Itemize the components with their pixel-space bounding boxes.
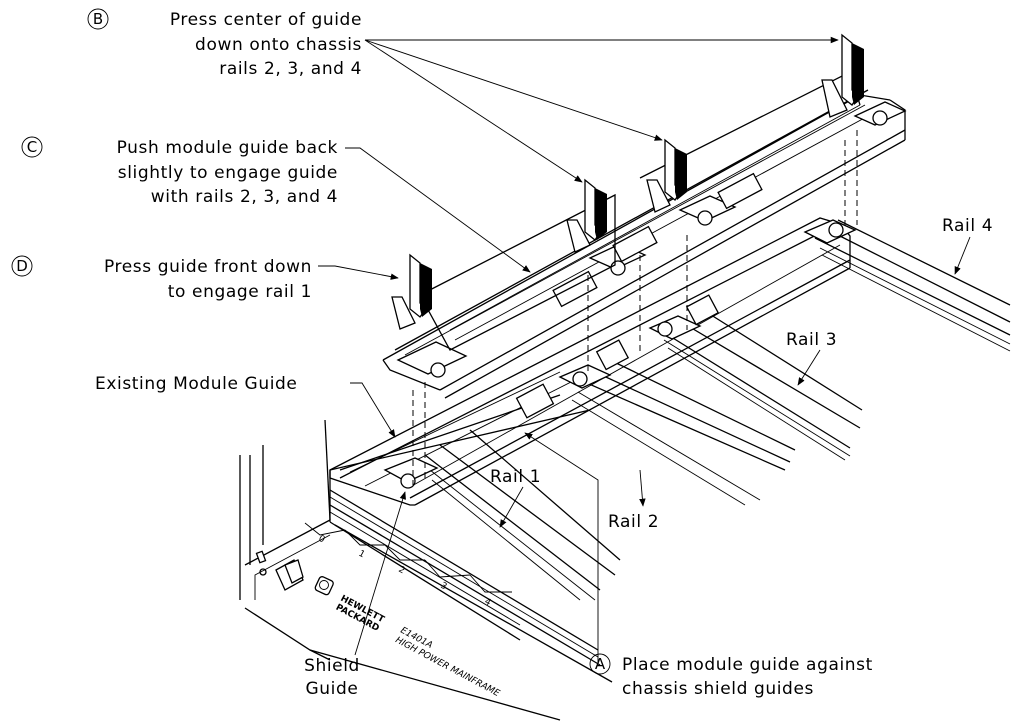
rail-2-label: Rail 2 <box>608 512 659 532</box>
model-description: HIGH POWER MAINFRAME <box>393 635 501 699</box>
step-c-letter: C <box>27 138 37 156</box>
step-a-label: A Place module guide against chassis shi… <box>589 653 873 699</box>
step-c-label: C Push module guide back slightly to eng… <box>21 136 338 207</box>
rail-2-drawing <box>571 359 796 506</box>
existing-module-guide-label: Existing Module Guide <box>95 374 297 394</box>
rail-1-label: Rail 1 <box>490 467 541 487</box>
press-arrow-icon-4 <box>391 253 432 330</box>
slot-number-1: 1 <box>357 549 367 561</box>
front-panel-branding: HEWLETT PACKARD E1401A HIGH POWER MAINFR… <box>334 594 501 699</box>
rail-4-label: Rail 4 <box>942 216 993 236</box>
rail-3-drawing <box>659 307 863 461</box>
new-module-guide-drawing <box>382 71 907 399</box>
slot-number-3: 3 <box>439 581 449 593</box>
chassis-drawing <box>239 394 613 721</box>
leader-lines <box>318 36 971 662</box>
shield-guide-label-line-1: Shield <box>304 656 360 676</box>
slot-number-2: 2 <box>397 565 407 577</box>
step-a-line-2: chassis shield guides <box>622 679 814 699</box>
press-arrow-icon-1 <box>821 33 864 118</box>
press-arrow-icon-2 <box>646 138 687 213</box>
press-arrow-icons <box>391 33 864 330</box>
rail-3-label: Rail 3 <box>786 330 837 350</box>
step-b-letter: B <box>93 10 103 28</box>
step-d-line-2: to engage rail 1 <box>168 282 312 302</box>
step-d-label: D Press guide front down to engage rail … <box>11 255 312 302</box>
slot-number-0: 0 <box>317 534 327 546</box>
slot-number-4: 4 <box>483 597 493 609</box>
step-b-badge <box>87 8 109 30</box>
step-a-line-1: Place module guide against <box>622 655 873 675</box>
shield-guide-label-line-2: Guide <box>306 679 359 699</box>
existing-module-guide-drawing <box>329 217 857 506</box>
rail-4-drawing <box>814 219 1011 352</box>
step-d-line-1: Press guide front down <box>104 257 312 277</box>
step-d-badge <box>11 255 33 277</box>
step-b-line-2: down onto chassis <box>195 35 362 55</box>
step-b-line-1: Press center of guide <box>170 10 362 30</box>
step-c-line-1: Push module guide back <box>117 138 338 158</box>
step-d-letter: D <box>16 257 28 275</box>
step-c-line-3: with rails 2, 3, and 4 <box>151 187 338 207</box>
alignment-dashes <box>412 130 858 485</box>
step-c-line-2: slightly to engage guide <box>118 163 338 183</box>
step-b-line-3: rails 2, 3, and 4 <box>219 59 362 79</box>
step-b-label: B Press center of guide down onto chassi… <box>87 8 362 79</box>
step-c-badge <box>21 136 43 158</box>
rail-1-drawing <box>424 429 621 601</box>
step-a-badge <box>589 653 611 675</box>
slot-numbers: 0 1 2 3 4 <box>317 534 493 609</box>
press-arrow-icon-3 <box>566 178 607 253</box>
step-a-letter: A <box>595 655 606 673</box>
